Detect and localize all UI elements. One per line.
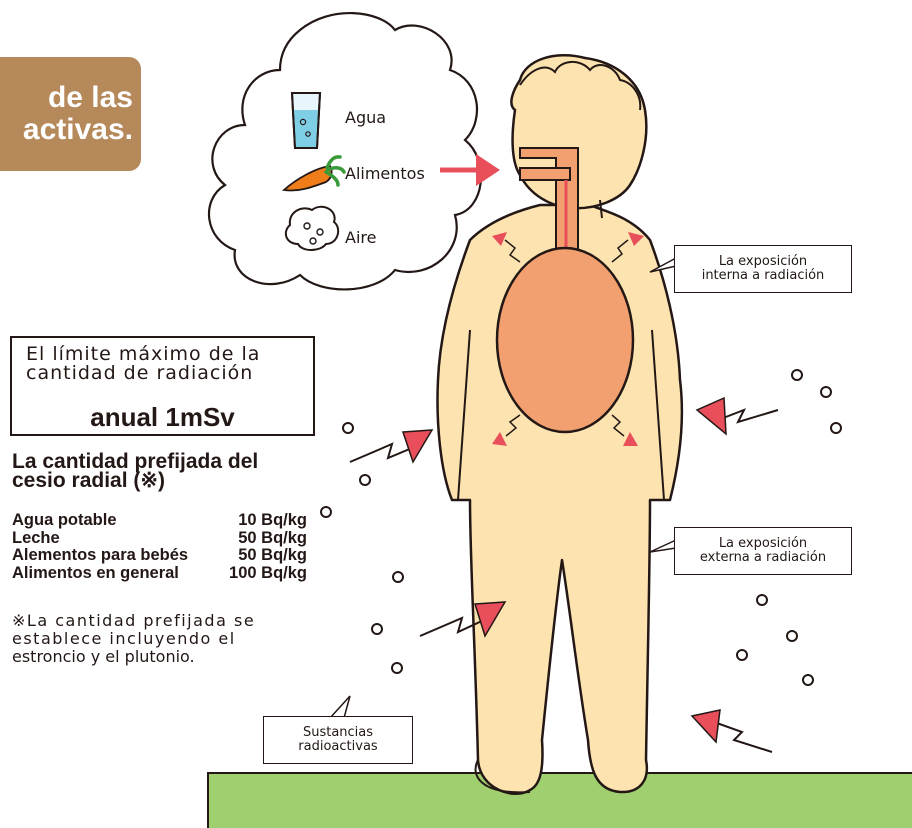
list-item: Alementos para bebés 50 Bq/kg bbox=[12, 546, 307, 565]
callout-internal-line-1: La exposición bbox=[718, 254, 808, 269]
carrot-icon bbox=[281, 155, 346, 192]
cesium-value: 50 Bq/kg bbox=[238, 546, 307, 564]
banner-line-2: activas. bbox=[22, 113, 133, 146]
source-label-food: Alimentos bbox=[345, 164, 425, 183]
annual-limit-label-line-2: cantidad de radiación bbox=[26, 362, 254, 384]
annual-limit-label: El límite máximo de la cantidad de radia… bbox=[26, 345, 260, 383]
callout-external-exposure: La exposición externa a radiación bbox=[674, 527, 852, 575]
cesium-limit-list: Agua potable 10 Bq/kg Leche 50 Bq/kg Ale… bbox=[12, 511, 307, 583]
callout-external-line-1: La exposición bbox=[718, 536, 808, 551]
callout-radioactive-substances: Sustancias radioactivas bbox=[263, 716, 413, 764]
thought-cloud bbox=[207, 11, 483, 291]
water-glass-icon bbox=[290, 92, 322, 149]
intake-arrow bbox=[440, 154, 500, 186]
annual-limit-box: El límite máximo de la cantidad de radia… bbox=[10, 336, 315, 436]
list-item: Agua potable 10 Bq/kg bbox=[12, 511, 307, 530]
banner-line-1: de las bbox=[47, 81, 133, 114]
radioactive-particles bbox=[320, 369, 842, 686]
cesium-item: Leche bbox=[12, 528, 60, 547]
callout-substances-line-2: radioactivas bbox=[298, 739, 378, 754]
footnote: ※La cantidad prefijada se establece incl… bbox=[12, 612, 317, 666]
cesium-item: Alementos para bebés bbox=[12, 546, 189, 564]
list-item: Alimentos en general 100 Bq/kg bbox=[12, 563, 307, 583]
source-label-water: Agua bbox=[345, 108, 387, 127]
callout-internal-exposure: La exposición interna a radiación bbox=[674, 245, 852, 293]
cesium-item: Alimentos en general bbox=[12, 563, 179, 582]
ground bbox=[207, 772, 912, 828]
cesium-title: La cantidad prefijada del cesio radial (… bbox=[12, 450, 302, 492]
cesium-item: Agua potable bbox=[12, 511, 117, 529]
air-particles-icon bbox=[284, 205, 340, 251]
title-banner: de las activas. bbox=[0, 57, 141, 171]
source-label-air: Aire bbox=[345, 228, 377, 247]
cesium-value: 10 Bq/kg bbox=[238, 511, 307, 529]
cesium-value: 50 Bq/kg bbox=[238, 528, 307, 547]
annual-limit-label-line-1: El límite máximo de la bbox=[26, 343, 261, 365]
external-radiation-arrows bbox=[349, 396, 779, 753]
cesium-title-line-2: cesio radial (※) bbox=[12, 469, 165, 492]
list-item: Leche 50 Bq/kg bbox=[12, 528, 307, 548]
footnote-line-3: estroncio y el plutonio. bbox=[12, 647, 195, 666]
callout-internal-line-2: interna a radiación bbox=[701, 268, 825, 283]
callout-external-line-2: externa a radiación bbox=[699, 550, 827, 565]
footnote-line-2: establece incluyendo el bbox=[12, 629, 236, 648]
callout-substances-line-1: Sustancias bbox=[302, 725, 374, 740]
internal-radiation-arrows bbox=[492, 232, 644, 446]
annual-limit-value: anual 1mSv bbox=[90, 402, 235, 432]
footnote-line-1: ※La cantidad prefijada se bbox=[12, 611, 256, 630]
internal-organ bbox=[495, 246, 635, 434]
cesium-title-line-1: La cantidad prefijada del bbox=[12, 450, 259, 473]
cesium-value: 100 Bq/kg bbox=[229, 563, 307, 582]
